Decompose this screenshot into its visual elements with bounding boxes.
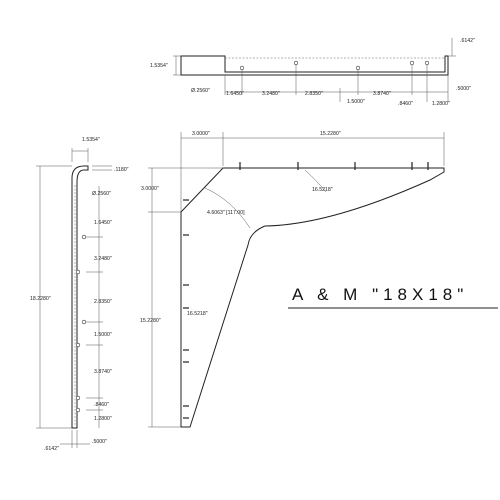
front-vertical-length-label: 15.2280" — [140, 318, 161, 324]
side-hole — [75, 407, 81, 413]
side-view-outline — [71, 165, 89, 429]
side-top-width-label: 1.5354" — [82, 137, 100, 143]
top-hole — [355, 65, 361, 71]
side-dim-1: 1.6450" — [94, 220, 112, 226]
front-view: 3.0000" 15.2280" 3.0000" 15.2280" 4.6063… — [140, 131, 445, 428]
side-dim-6: .8460" — [94, 402, 109, 408]
side-hole — [75, 395, 81, 401]
front-slope-top-label: 16.5218" — [312, 187, 333, 193]
side-hole — [75, 269, 81, 275]
side-dim-7: 1.2800" — [94, 416, 112, 422]
side-bottom-width-label: .6142" — [44, 446, 59, 452]
top-hole-diameter-label: Ø.2560" — [191, 88, 210, 94]
top-hole — [239, 65, 245, 71]
front-slope-side-label: 16.5218" — [187, 311, 208, 317]
front-top-offset-label: 3.0000" — [192, 131, 210, 137]
front-slope-top-arc — [304, 169, 327, 193]
side-view: 1.5354" .1180" 18.2280" Ø.2560" 1.6450" … — [30, 137, 129, 452]
top-flange-height-label: 1.5354" — [150, 63, 168, 69]
side-dim-4: 1.5000" — [94, 332, 112, 338]
front-view-outline — [180, 167, 445, 428]
top-dim-1: 1.6450" — [226, 91, 244, 97]
side-hole — [81, 319, 87, 325]
side-dim-3: 2.8350" — [94, 299, 112, 305]
side-hole — [75, 342, 81, 348]
front-top-length-label: 15.2280" — [320, 131, 341, 137]
side-thickness-label: .1180" — [114, 167, 129, 173]
side-hole — [81, 234, 87, 240]
front-radius-label: 4.6063" [117.00] — [207, 210, 245, 216]
side-dim-2: 3.2480" — [94, 256, 112, 262]
top-hole — [424, 60, 430, 66]
top-dim-4: 1.5000" — [347, 99, 365, 105]
side-height-label: 18.2280" — [30, 296, 51, 302]
top-hole — [293, 60, 299, 66]
top-view: 1.5354" .6142" Ø.2560" 1.6450" 3.2480" 2… — [150, 38, 475, 107]
top-dim-8: .5000" — [456, 86, 471, 92]
top-view-outline — [180, 55, 449, 76]
side-dim-5: 3.8740" — [94, 369, 112, 375]
front-left-offset-label: 3.0000" — [141, 186, 159, 192]
side-hole-diameter-label: Ø.2560" — [92, 191, 111, 197]
top-dim-6: .8460" — [398, 101, 413, 107]
top-dim-7: 1.2800" — [432, 101, 450, 107]
top-flange-thickness-label: .6142" — [460, 38, 475, 44]
top-dim-5: 3.8740" — [373, 91, 391, 97]
top-dim-2: 3.2480" — [262, 91, 280, 97]
drawing-title: A & M "18X18" — [292, 285, 468, 304]
top-hole — [409, 60, 415, 66]
top-dim-3: 2.8350" — [305, 91, 323, 97]
front-radius-arc — [204, 187, 251, 229]
side-bottom-offset-label: .5000" — [92, 439, 107, 445]
